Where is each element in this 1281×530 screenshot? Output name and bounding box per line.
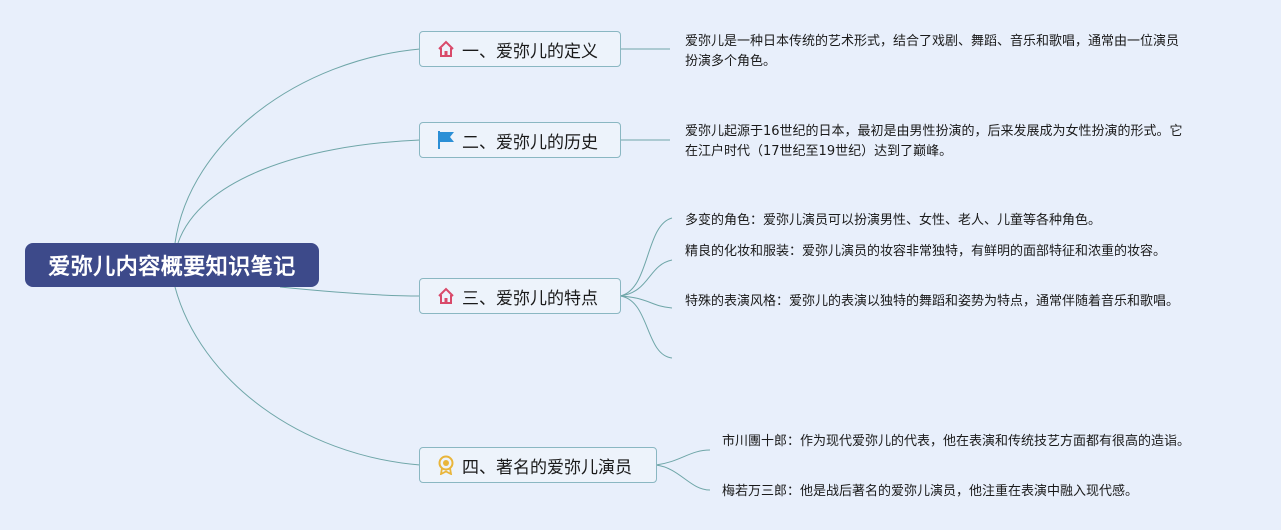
branch-definition[interactable]: 一、爱弥儿的定义 [419, 31, 621, 67]
connector-branch-3-leaf-1 [619, 217, 673, 297]
home-icon [436, 286, 456, 306]
award-icon [436, 455, 456, 475]
connector-root-branch-3 [279, 286, 421, 297]
connector-branch-3-leaf-3 [619, 295, 673, 309]
leaf-actor-1: 市川團十郎：作为现代爱弥儿的代表，他在表演和传统技艺方面都有很高的造诣。 [722, 434, 1191, 449]
flag-icon [436, 130, 456, 150]
branch-history-label: 二、爱弥儿的历史 [462, 132, 598, 153]
connector-root-branch-4 [174, 286, 421, 466]
branch-famous-actors[interactable]: 四、著名的爱弥儿演员 [419, 447, 657, 483]
leaf-history: 爱弥儿起源于16世纪的日本，最初是由男性扮演的，后来发展成为女性扮演的形式。它在… [685, 124, 1183, 159]
connector-branch-4-leaf-2 [655, 464, 711, 491]
branch-features[interactable]: 三、爱弥儿的特点 [419, 278, 621, 314]
connector-branch-3-leaf-4 [619, 295, 673, 359]
leaf-actor-2: 梅若万三郎：他是战后著名的爱弥儿演员，他注重在表演中融入现代感。 [722, 484, 1139, 499]
connector-root-branch-2 [177, 139, 421, 244]
home-icon [436, 39, 456, 59]
branch-features-label: 三、爱弥儿的特点 [462, 288, 598, 309]
connector-branch-4-leaf-1 [655, 449, 711, 466]
root-topic-label: 爱弥儿内容概要知识笔记 [48, 255, 296, 280]
leaf-features-2: 精良的化妆和服装：爱弥儿演员的妆容非常独特，有鲜明的面部特征和浓重的妆容。 [685, 244, 1167, 259]
leaf-features-3: 特殊的表演风格：爱弥儿的表演以独特的舞蹈和姿势为特点，通常伴随着音乐和歌唱。 [685, 294, 1180, 309]
branch-famous-actors-label: 四、著名的爱弥儿演员 [462, 457, 632, 478]
branch-definition-label: 一、爱弥儿的定义 [462, 41, 598, 62]
connector-root-branch-1 [174, 48, 421, 244]
connector-branch-3-leaf-2 [619, 259, 673, 297]
root-topic[interactable]: 爱弥儿内容概要知识笔记 [25, 243, 319, 287]
leaf-definition: 爱弥儿是一种日本传统的艺术形式，结合了戏剧、舞蹈、音乐和歌唱，通常由一位演员扮演… [685, 34, 1180, 69]
branch-history[interactable]: 二、爱弥儿的历史 [419, 122, 621, 158]
leaf-features-1: 多变的角色：爱弥儿演员可以扮演男性、女性、老人、儿童等各种角色。 [685, 213, 1102, 228]
